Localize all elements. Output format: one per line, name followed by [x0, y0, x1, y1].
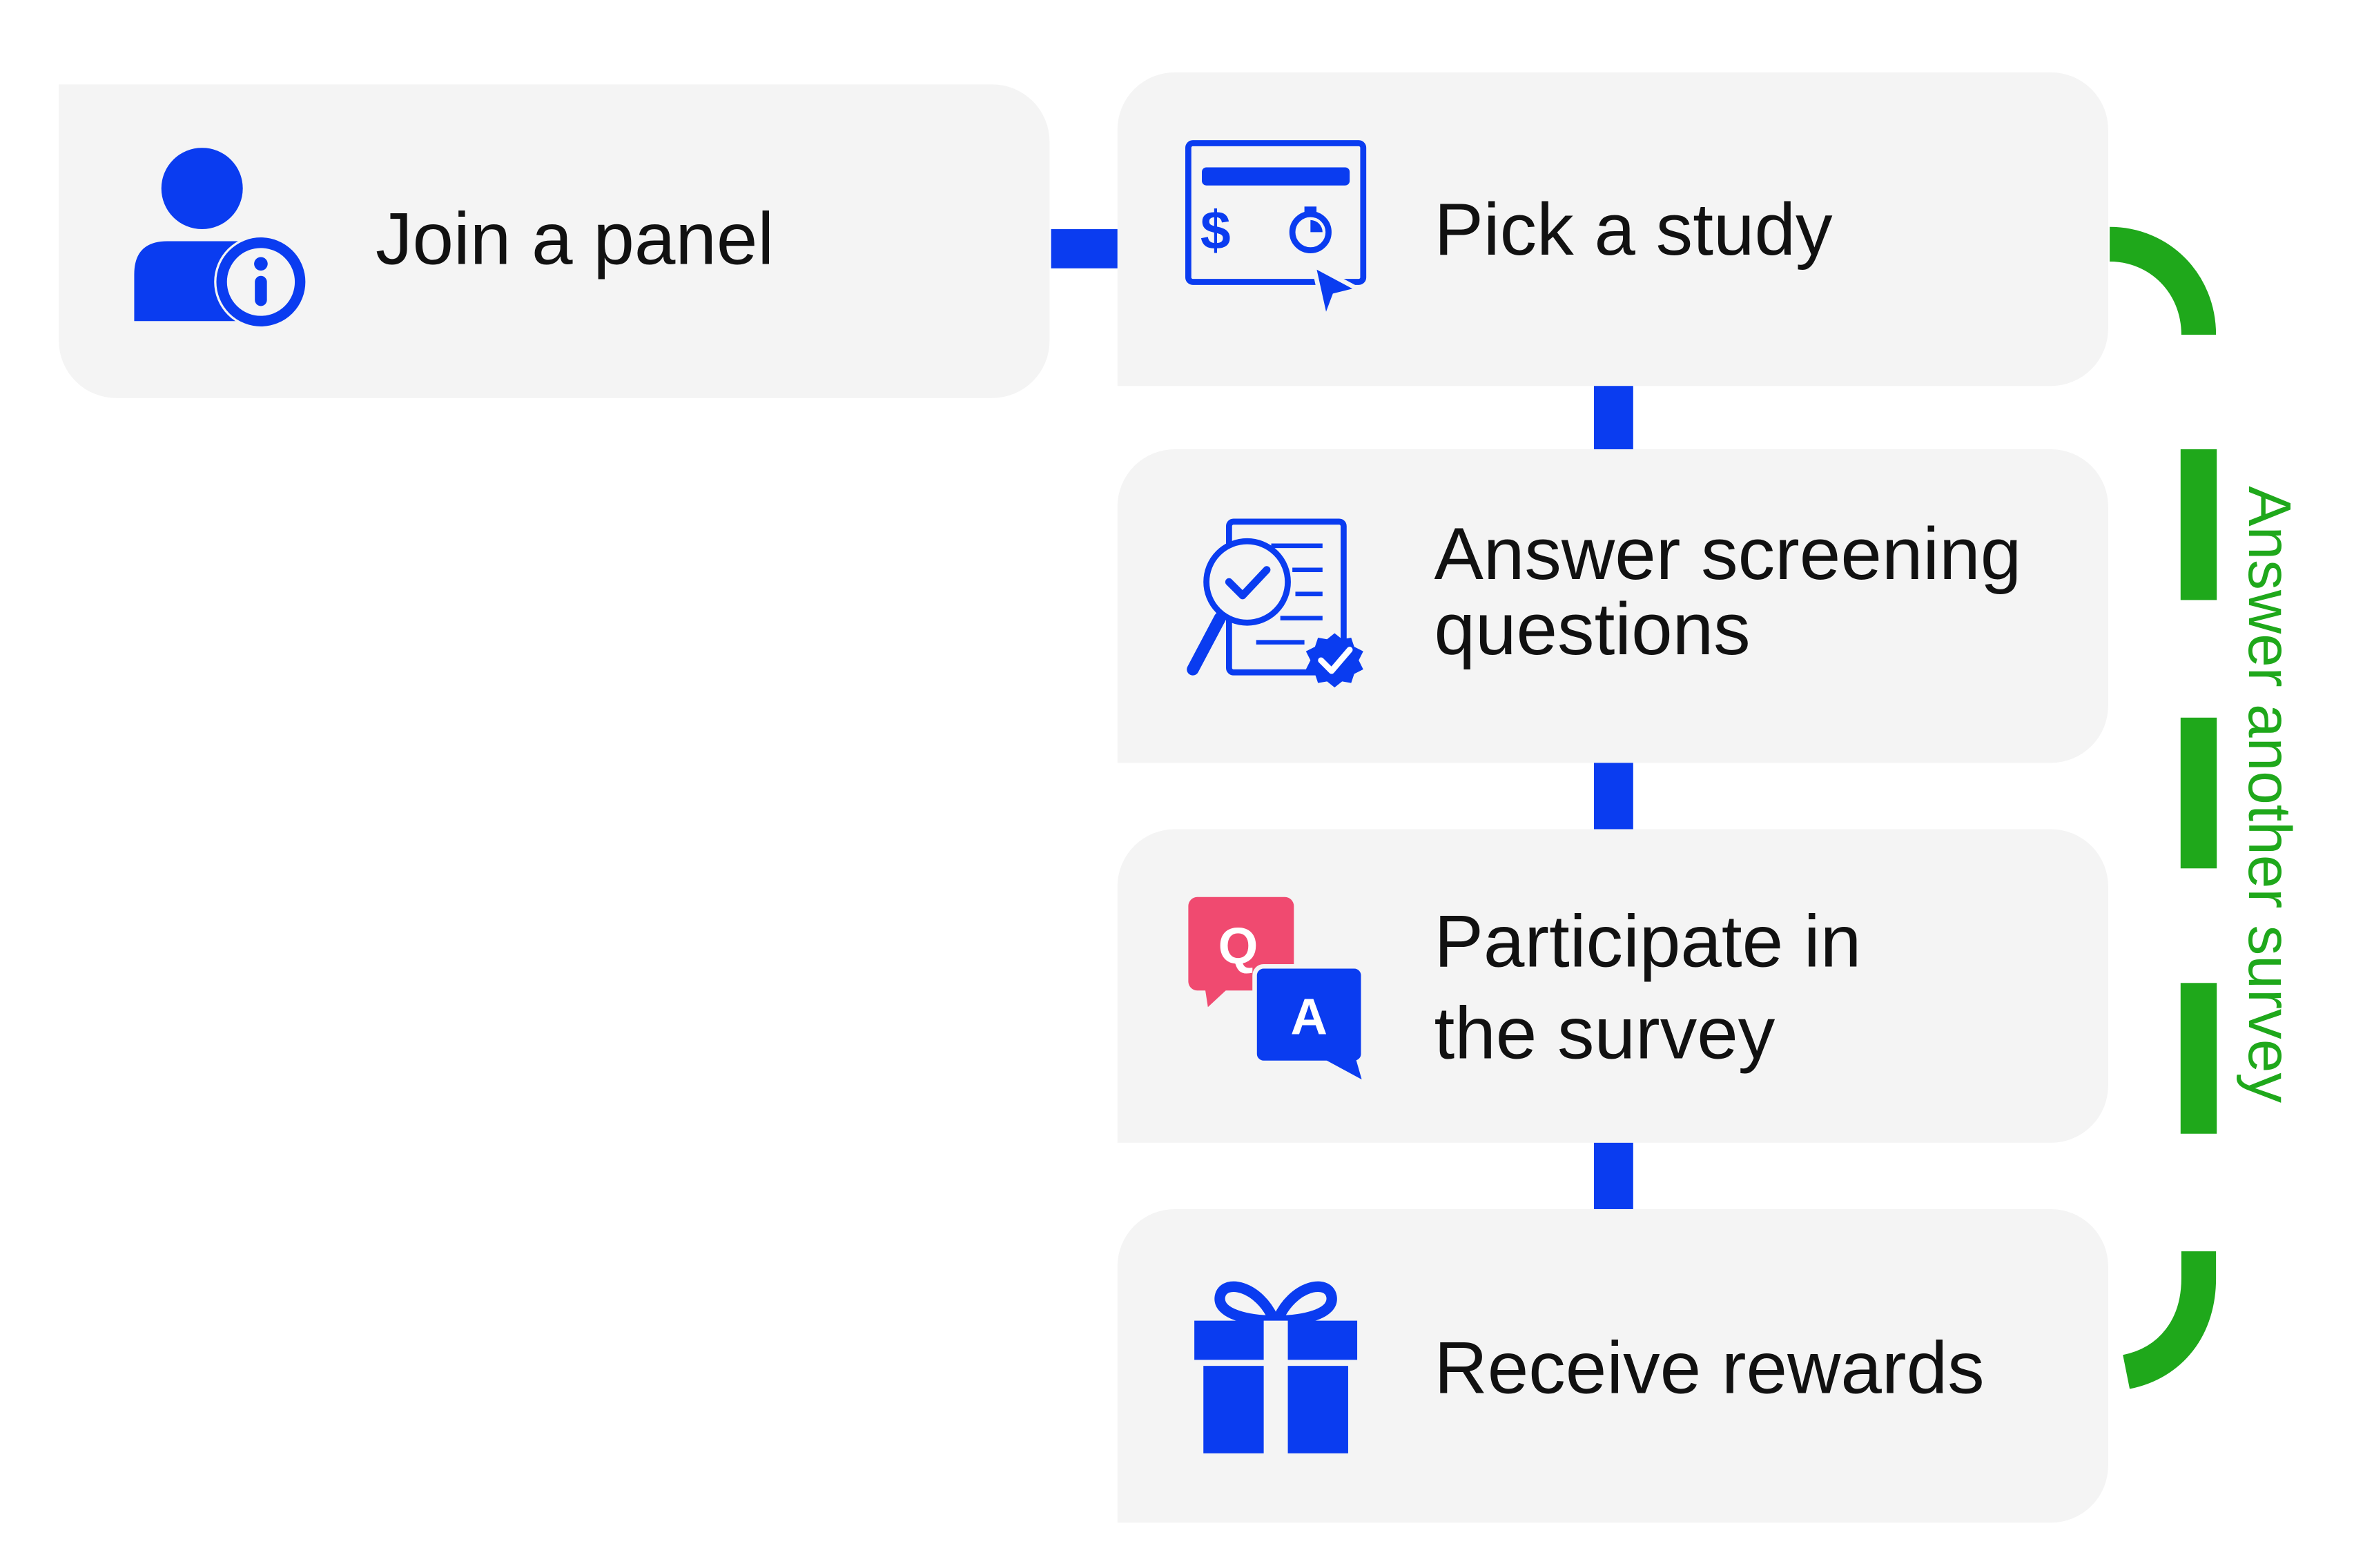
step-pick-study: $ Pick a study — [1117, 72, 2108, 386]
step-connector — [1051, 229, 1118, 268]
study-selection-icon: $ — [1184, 139, 1371, 326]
step-join-panel: Join a panel — [59, 84, 1050, 398]
user-info-icon — [125, 148, 312, 335]
step-receive-rewards: Receive rewards — [1117, 1208, 2108, 1523]
dollar-glyph: $ — [1200, 199, 1231, 260]
loop-label-text: Answer another survey — [2235, 486, 2302, 1104]
question-answer-icon: Q A — [1184, 892, 1371, 1080]
gift-icon — [1190, 1278, 1362, 1459]
step-label: Receive rewards — [1434, 1328, 1985, 1410]
step-screening-questions: Answer screening questions — [1117, 449, 2108, 763]
screening-checklist-icon — [1184, 516, 1371, 703]
step-label: Participate in the survey — [1434, 901, 1862, 1075]
step-label: Answer screening questions — [1434, 513, 2022, 672]
answer-glyph: A — [1290, 988, 1327, 1046]
step-connector — [1594, 763, 1633, 830]
step-label: Join a panel — [375, 199, 775, 281]
step-connector — [1594, 386, 1633, 449]
step-connector — [1594, 1142, 1633, 1209]
step-label: Pick a study — [1434, 190, 1833, 272]
step-participate-survey: Q A Participate in the survey — [1117, 829, 2108, 1143]
question-glyph: Q — [1218, 917, 1258, 974]
